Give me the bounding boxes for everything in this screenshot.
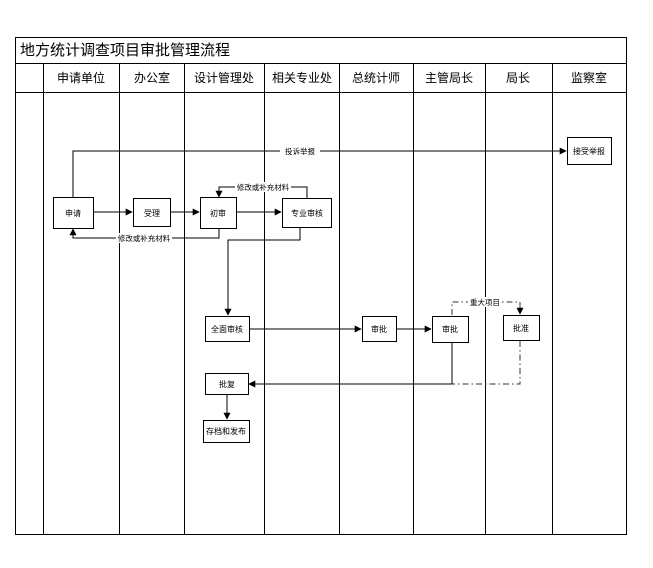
node-reply-label: 批复 [219,379,235,389]
node-apply-label: 申请 [65,208,81,218]
lane-header-related-dept: 相关专业处 [272,70,332,85]
edge-complaint [72,147,567,197]
lane-headers: 申请单位 办公室 设计管理处 相关专业处 总统计师 主管局长 局长 监察室 [57,70,607,85]
node-dg-approve-box [432,316,469,343]
edge-label-bg [280,146,320,156]
node-first-review-label: 初审 [210,208,226,218]
node-director-approve-label: 批准 [513,323,529,333]
edge-label-revise-top-group: 修改或补充材料 [235,182,291,192]
node-full-review-label: 全面审核 [211,324,243,334]
edge-dgapprove-reply [248,343,453,388]
edge-label-complaint-group: 投诉举报 [280,146,320,156]
lane-header-deputy-director: 主管局长 [425,70,473,85]
edge-label-bg [468,297,502,307]
lane-header-supervision: 监察室 [571,70,607,85]
lane-header-director: 局长 [506,71,530,85]
node-archive-label: 存档和发布 [206,426,246,436]
node-full-review-box [205,316,250,342]
node-director-approve-box [503,315,540,341]
node-apply-box [53,197,94,229]
edge-label-bg [235,182,291,192]
node-cs-approve-box [362,316,397,342]
page-title: 地方统计调查项目审批管理流程 [20,41,230,59]
lane-header-office: 办公室 [134,70,170,85]
node-complaint-label: 接受举报 [573,146,605,156]
edge-label-complaint: 投诉举报 [285,146,315,156]
node-complaint-box [567,137,612,165]
edge-label-major-group: 重大项目 [468,297,502,307]
node-pro-review-label: 专业审核 [291,208,323,218]
edge-label-bg [116,233,172,243]
edge-label-revise-bottom: 修改或补充材料 [118,233,171,243]
node-first-review-box [200,197,237,229]
outer-frame [15,37,627,535]
node-accept-box [133,198,171,227]
edge-director-reply [452,341,521,385]
edge-proreview-fullreview [224,228,301,316]
lane-header-chief-statistician: 总统计师 [352,71,400,85]
lane-header-applicant: 申请单位 [57,70,105,85]
node-cs-approve-label: 审批 [371,324,387,334]
node-dg-approve-label: 审批 [442,324,458,334]
node-accept-label: 受理 [144,208,160,218]
edge-label-major: 重大项目 [470,297,500,307]
node-pro-review-box [282,198,332,228]
lane-header-design-mgmt: 设计管理处 [194,70,254,85]
edge-major-project [451,301,524,315]
node-archive-box [203,420,250,443]
edge-label-revise-top: 修改或补充材料 [237,182,290,192]
edge-label-revise-bottom-group: 修改或补充材料 [116,233,172,243]
node-reply-box [205,373,249,395]
